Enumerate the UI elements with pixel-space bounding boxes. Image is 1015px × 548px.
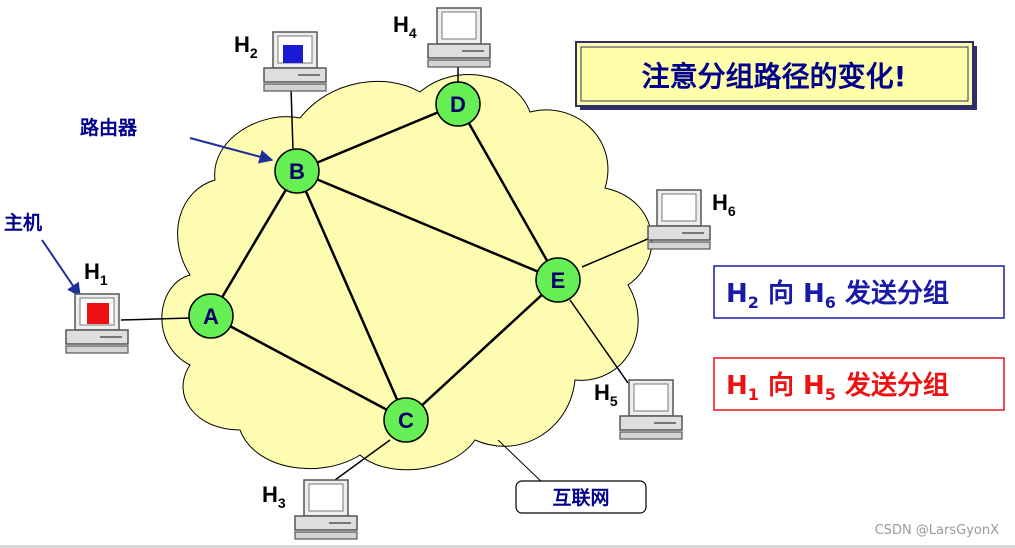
bottom-divider [0, 545, 1015, 548]
route-h2-h6-text: H2 向 H6 发送分组 [726, 278, 949, 312]
notice-text: 注意分组路径的变化! [642, 60, 907, 93]
router-links [209, 102, 560, 422]
h2-screen-marker [283, 45, 303, 63]
host-callout-label: 主机 [4, 212, 42, 234]
link-e-h5 [569, 299, 629, 384]
route-h1-h5-text: H1 向 H5 发送分组 [726, 370, 949, 404]
link-b-d [296, 102, 459, 173]
link-a-b [209, 170, 299, 317]
host-callout-arrow [41, 239, 81, 298]
link-d-e [456, 103, 560, 281]
host-h4-label: H4 [393, 12, 417, 41]
router-a-label: A [203, 304, 219, 329]
notice-box: 注意分组路径的变化! [575, 41, 977, 110]
route-box-h1-h5: H1 向 H5 发送分组 [713, 357, 1005, 411]
route-box-h2-h6: H2 向 H6 发送分组 [713, 265, 1005, 319]
router-callout-label: 路由器 [80, 116, 138, 139]
host-h4 [427, 7, 491, 68]
link-a-c [210, 314, 407, 422]
router-d-label: D [450, 92, 466, 117]
host-h3 [294, 479, 358, 540]
router-d: D [435, 81, 481, 127]
internet-pointer-line [497, 439, 547, 487]
router-b: B [274, 148, 320, 194]
host-h6-label: H6 [712, 190, 736, 219]
link-c-e [405, 279, 559, 421]
h1-screen-marker [87, 303, 109, 324]
host-h3-label: H3 [262, 482, 286, 511]
host-links [120, 66, 651, 481]
router-e: E [535, 257, 581, 303]
link-a-h1 [120, 317, 191, 321]
internet-label: 互联网 [552, 487, 609, 509]
link-e-h6 [581, 237, 651, 268]
host-h2 [263, 31, 327, 92]
host-h5 [619, 379, 683, 440]
internet-label-box: 互联网 [515, 480, 647, 514]
watermark: CSDN @LarsGyonX [874, 523, 999, 538]
link-b-h2 [290, 87, 294, 151]
link-c-h3 [334, 439, 391, 481]
router-c-label: C [398, 408, 414, 433]
link-b-e [296, 169, 559, 282]
router-c: C [383, 397, 429, 443]
router-b-label: B [289, 159, 305, 184]
link-b-c [295, 170, 408, 421]
router-callout-arrow [189, 137, 274, 164]
host-h1 [65, 293, 129, 354]
host-h5-label: H5 [594, 380, 618, 409]
router-e-label: E [551, 268, 566, 293]
router-a: A [188, 293, 234, 339]
host-h6 [647, 189, 711, 250]
host-h2-label: H2 [234, 32, 258, 61]
host-h1-label: H1 [84, 259, 108, 288]
